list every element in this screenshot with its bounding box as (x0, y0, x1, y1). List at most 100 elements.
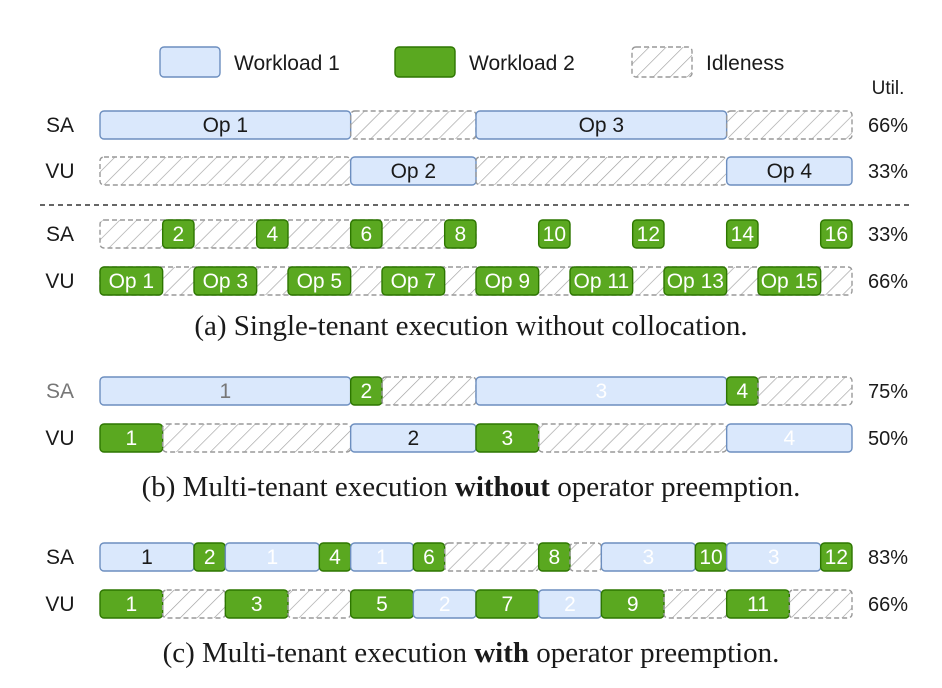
segment-w2 (381, 266, 446, 296)
segment-w2 (193, 266, 258, 296)
segment-label: 9 (627, 593, 639, 616)
segment-label: 10 (699, 546, 722, 569)
segment-label: Op 7 (391, 270, 437, 293)
row-util: 66% (868, 594, 908, 616)
segment-idle (161, 423, 352, 453)
segment-label: 3 (768, 546, 780, 569)
segment-label: Op 4 (767, 160, 813, 183)
caption-part: (c) Multi-tenant execution (163, 637, 475, 669)
segment-idle (161, 589, 227, 619)
segment-label: 2 (407, 427, 419, 450)
segment-label: 7 (501, 593, 513, 616)
segment-idle (475, 156, 728, 186)
segment-w2 (287, 266, 352, 296)
segment-label: 3 (642, 546, 654, 569)
segment-w2 (757, 266, 822, 296)
segment-label: Op 15 (761, 270, 818, 293)
segment-label: Op 13 (667, 270, 724, 293)
legend-label-w1: Workload 1 (234, 52, 340, 75)
segment-label: 1 (376, 546, 388, 569)
segment-label: 6 (360, 223, 372, 246)
row-label: SA (46, 546, 74, 569)
segment-label: 16 (825, 223, 848, 246)
segment-idle (99, 156, 352, 186)
segment-label: Op 1 (109, 270, 155, 293)
row-label: VU (45, 270, 74, 293)
row-label: SA (46, 380, 74, 403)
util-header: Util. (872, 78, 905, 99)
segment-label: Op 11 (574, 270, 630, 293)
segment-w2 (255, 219, 289, 249)
row-label: VU (45, 593, 74, 616)
segment-label: 8 (454, 223, 466, 246)
segment-label: 3 (251, 593, 263, 616)
segment-w2 (349, 219, 383, 249)
row-util: 50% (868, 428, 908, 450)
segment-label: 1 (125, 593, 137, 616)
row-util: 83% (868, 547, 908, 569)
segment-idle (663, 589, 728, 619)
segment-label: 5 (376, 593, 388, 616)
row-util: 75% (868, 381, 908, 403)
caption-part: (a) Single-tenant execution without coll… (194, 310, 747, 342)
row-util: 33% (868, 161, 908, 183)
caption-part: without (455, 471, 550, 503)
segment-label: 6 (423, 546, 435, 569)
legend-label-idle: Idleness (706, 52, 784, 75)
row-b-vu-1: VU 1 2 3 4 50% (45, 423, 908, 453)
legend-swatch-idle (631, 46, 693, 78)
segment-label: 1 (219, 380, 231, 403)
caption-c: (c) Multi-tenant execution with operator… (163, 637, 780, 669)
caption-part: (b) Multi-tenant execution (142, 471, 455, 503)
segment-label: 4 (266, 223, 278, 246)
legend: Workload 1 Workload 2 Idleness (159, 46, 784, 78)
segment-label: 4 (736, 380, 748, 403)
segment-w2 (725, 219, 759, 249)
segment-label: 12 (825, 546, 848, 569)
segment-label: Op 1 (203, 114, 249, 137)
segment-label: 8 (548, 546, 560, 569)
segment-idle (443, 542, 540, 572)
captions: (a) Single-tenant execution without coll… (142, 310, 801, 669)
row-label: VU (45, 427, 74, 450)
caption-b: (b) Multi-tenant execution without opera… (142, 471, 801, 503)
segment-label: 3 (501, 427, 513, 450)
segment-w2 (443, 219, 477, 249)
segment-w2 (569, 266, 634, 296)
segment-label: 2 (564, 593, 576, 616)
segment-idle (788, 589, 853, 619)
segment-label: 4 (783, 427, 795, 450)
segment-label: 11 (747, 593, 769, 616)
segment-idle (757, 376, 853, 406)
segment-w2 (631, 219, 665, 249)
segment-label: 2 (360, 380, 372, 403)
segment-idle (349, 110, 477, 140)
segment-w1 (725, 156, 853, 186)
segment-label: 1 (125, 427, 137, 450)
segment-w2 (819, 219, 853, 249)
segment-w2 (819, 542, 853, 572)
caption-part: operator preemption. (529, 637, 779, 669)
segment-label: Op 3 (579, 114, 625, 137)
legend-swatch-w1 (159, 46, 221, 78)
caption-part: operator preemption. (550, 471, 800, 503)
segment-idle (287, 589, 352, 619)
caption-a: (a) Single-tenant execution without coll… (194, 310, 747, 342)
row-label: VU (45, 160, 74, 183)
segment-label: Op 3 (203, 270, 249, 293)
segment-label: 14 (731, 223, 755, 246)
segment-label: 2 (172, 223, 184, 246)
legend-label-w2: Workload 2 (469, 52, 575, 75)
segment-label: 4 (329, 546, 341, 569)
row-label: SA (46, 223, 74, 246)
segment-idle (381, 376, 477, 406)
segment-idle (569, 542, 603, 572)
segment-label: 1 (141, 546, 153, 569)
